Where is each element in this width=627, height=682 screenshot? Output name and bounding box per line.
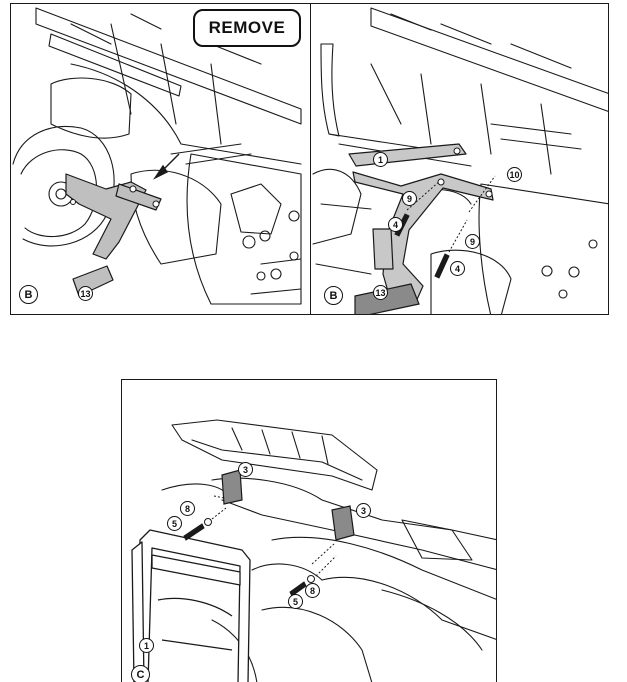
callout-3: 3 xyxy=(356,503,371,518)
new-bracket xyxy=(348,143,494,305)
callout-1: 1 xyxy=(373,152,388,167)
callout-5: 5 xyxy=(167,516,182,531)
bolts-5 xyxy=(183,523,307,597)
callout-8: 8 xyxy=(305,583,320,598)
callout-4: 4 xyxy=(450,261,465,276)
callout-3: 3 xyxy=(238,462,253,477)
removal-arrow xyxy=(152,153,180,180)
brackets-3 xyxy=(221,469,355,541)
panel-b-right: 1 10 9 4 9 4 13 B xyxy=(310,3,609,315)
motorcycle-rear-illustration-left xyxy=(12,7,302,305)
side-case-holder-illustration xyxy=(131,419,496,682)
callout-10: 10 xyxy=(507,167,522,182)
callout-5: 5 xyxy=(288,594,303,609)
step-label-c: C xyxy=(131,665,150,682)
old-bracket xyxy=(65,173,162,297)
callout-9: 9 xyxy=(402,191,417,206)
remove-badge: REMOVE xyxy=(193,9,301,47)
callout-4: 4 xyxy=(388,217,403,232)
side-case-holder-frame xyxy=(131,529,251,682)
panel-c: 3 3 8 5 8 5 1 C xyxy=(121,379,497,682)
callout-9: 9 xyxy=(465,234,480,249)
motorcycle-rear-illustration-right xyxy=(312,7,608,314)
callout-1: 1 xyxy=(139,638,154,653)
callout-13: 13 xyxy=(78,286,93,301)
plate-13 xyxy=(354,283,420,314)
step-label-b: B xyxy=(19,285,38,304)
rear-rack xyxy=(171,419,378,491)
subframe-rail xyxy=(370,7,608,112)
rear-wheel xyxy=(12,126,115,247)
callout-13: 13 xyxy=(373,285,388,300)
step-label-b: B xyxy=(324,286,343,305)
callout-8: 8 xyxy=(180,501,195,516)
panel-b-left: 13 B xyxy=(10,3,311,315)
